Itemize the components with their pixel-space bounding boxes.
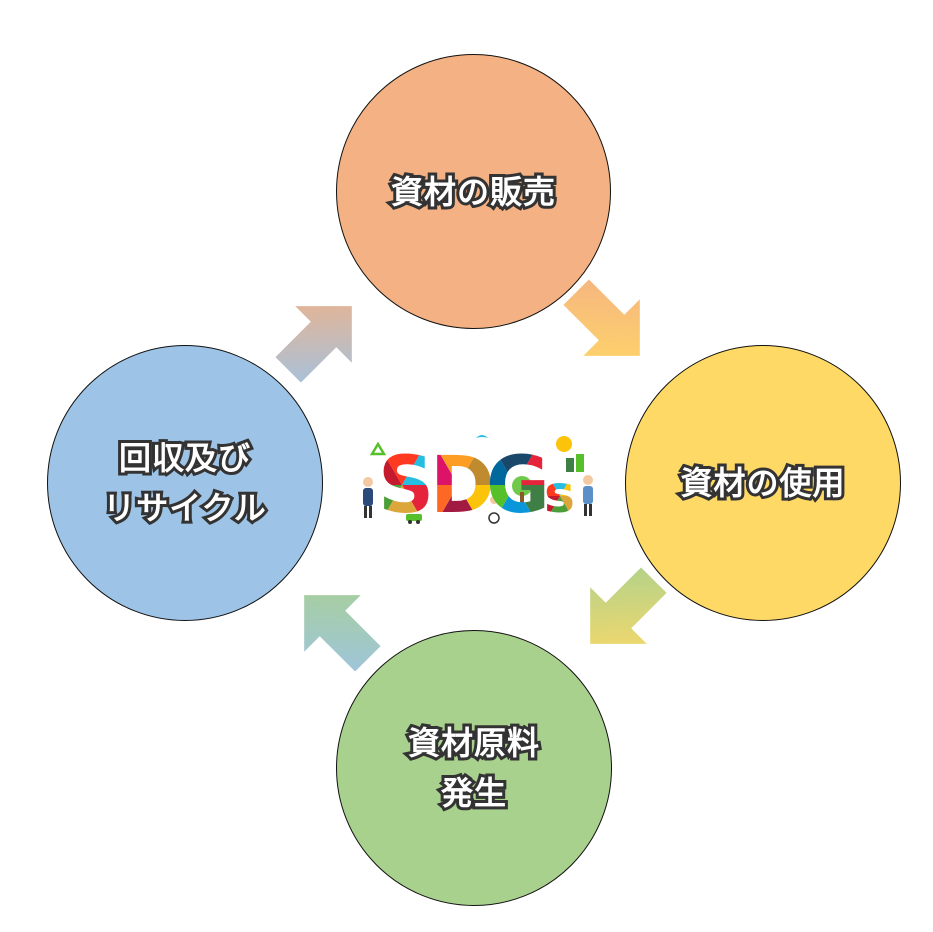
node-sales: 資材の販売 [336, 54, 611, 329]
logo-letter-d-segment [433, 441, 483, 485]
logo-letter-g [486, 441, 551, 530]
logo-letter-g-segment [486, 441, 515, 485]
logo-letter-s-segment [378, 441, 427, 485]
sdgs-logo: S D G s [363, 435, 593, 530]
person-figure-left [363, 477, 373, 518]
arrow-top-to-right [563, 279, 640, 356]
logo-letter-s-small-segment [544, 496, 575, 525]
node-sales-label: 資材の販売 [388, 170, 558, 214]
person-figure-right [583, 475, 593, 516]
node-raw-material-label-2: 発生 [438, 771, 509, 815]
node-raw-material: 資材原料 発生 [336, 630, 612, 906]
logo-letter-g-segment [515, 441, 551, 485]
logo-letter-d-segment [458, 485, 495, 529]
logo-letter-s [378, 441, 435, 530]
logo-letter-g-segment [490, 441, 540, 485]
logo-letter-g-segment [515, 485, 551, 529]
logo-letter-g-segment [486, 485, 515, 529]
logo-letter-s-segment [378, 441, 402, 485]
arrow-right-to-bottom [590, 567, 667, 644]
logo-letter-d-segment [430, 441, 458, 485]
node-recycle-label-2: リサイクル [100, 486, 268, 530]
logo-letter-s-small-segment [544, 465, 575, 496]
node-raw-material-label-1: 資材原料 [405, 721, 542, 765]
logo-letter-s-small-segment [560, 465, 575, 496]
logo-letter-fills [378, 441, 575, 530]
arrow-left-to-top [275, 306, 352, 383]
logo-letter-s-small-segment [560, 496, 575, 525]
logo-letter-s-segment [402, 485, 435, 529]
node-usage-label: 資材の使用 [677, 461, 847, 505]
node-usage: 資材の使用 [625, 345, 901, 621]
node-recycle: 回収及び リサイクル [47, 345, 323, 621]
logo-letter-s-segment [378, 485, 427, 530]
logo-letter-s-small-segment [544, 496, 560, 525]
logo-letter-d [430, 441, 495, 530]
logo-letter-s-small [544, 465, 575, 525]
logo-letter-g-segment [490, 485, 540, 530]
logo-letter-d-segment [433, 485, 483, 530]
logo-letter-s-small-segment [544, 465, 560, 496]
node-recycle-label-1: 回収及び [116, 436, 253, 480]
logo-letter-d-segment [458, 441, 495, 485]
logo-letter-s-segment [378, 485, 402, 529]
bird-icon [476, 435, 488, 438]
arrow-bottom-to-left [304, 595, 381, 672]
logo-letter-s-segment [402, 441, 435, 485]
logo-letter-d-segment [430, 485, 458, 529]
sun-icon [556, 436, 572, 452]
